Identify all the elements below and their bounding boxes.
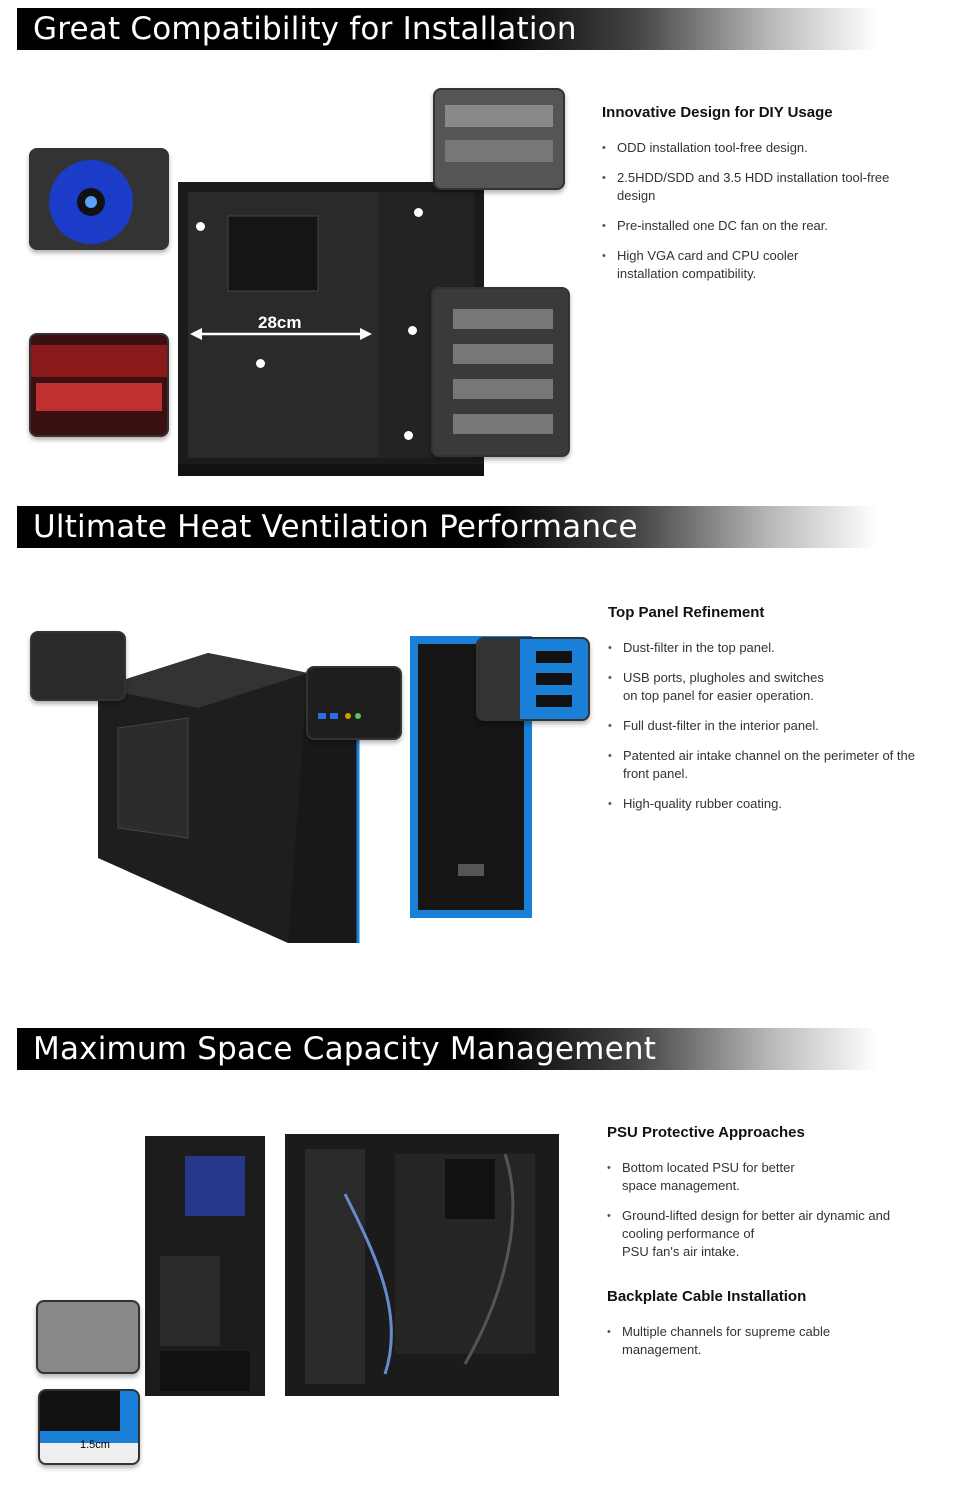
list-item: Patented air intake channel on the perim… [608,747,948,783]
feature-block-backplate: Backplate Cable Installation Multiple ch… [607,1288,947,1371]
feature-block-top-panel: Top Panel Refinement Dust-filter in the … [608,604,948,825]
feature-heading: PSU Protective Approaches [607,1124,805,1141]
hdd-cage-inset [431,287,570,457]
list-item: Pre-installed one DC fan on the rear. [602,217,942,235]
top-filter-inset [30,631,126,701]
list-item: High-quality rubber coating. [608,795,948,813]
feature-block-diy: Innovative Design for DIY Usage ODD inst… [602,104,942,295]
odd-bay-inset [433,88,565,190]
feature-list: Dust-filter in the top panel. USB ports,… [608,639,948,813]
callout-dot [404,431,413,440]
psu-inset [36,1300,140,1374]
callout-dot [196,222,205,231]
section-title: Maximum Space Capacity Management [33,1031,657,1067]
feature-list: ODD installation tool-free design. 2.5HD… [602,139,942,283]
list-item: 2.5HDD/SDD and 3.5 HDD installation tool… [602,169,942,205]
vga-card-inset [29,333,169,437]
feature-block-psu: PSU Protective Approaches Bottom located… [607,1124,947,1273]
feature-heading: Top Panel Refinement [608,604,765,621]
io-ports-inset [306,666,402,740]
feature-list: Multiple channels for supreme cablemanag… [607,1323,947,1359]
section-banner-ventilation: Ultimate Heat Ventilation Performance [17,506,877,548]
list-item: High VGA card and CPU coolerinstallation… [602,247,942,283]
feature-heading: Backplate Cable Installation [607,1288,807,1305]
feature-heading: Innovative Design for DIY Usage [602,104,833,121]
case-rear-image [145,1136,270,1398]
list-item: Multiple channels for supreme cablemanag… [607,1323,947,1359]
section-title: Ultimate Heat Ventilation Performance [33,509,638,545]
ground-lift-inset: 1.5cm [38,1389,140,1465]
section-title: Great Compatibility for Installation [33,11,577,47]
callout-dot [414,208,423,217]
case-backplate-image [285,1134,561,1399]
list-item: Full dust-filter in the interior panel. [608,717,948,735]
fan-closeup-inset [29,148,169,250]
dimension-label: 1.5cm [80,1439,110,1451]
list-item: ODD installation tool-free design. [602,139,942,157]
dimension-label: 28cm [258,313,302,332]
callout-dot [408,326,417,335]
air-channel-inset [476,637,590,721]
callout-dot [256,359,265,368]
list-item: Ground-lifted design for better air dyna… [607,1207,947,1261]
list-item: Dust-filter in the top panel. [608,639,948,657]
section-banner-compatibility: Great Compatibility for Installation [17,8,877,50]
section-banner-space: Maximum Space Capacity Management [17,1028,877,1070]
